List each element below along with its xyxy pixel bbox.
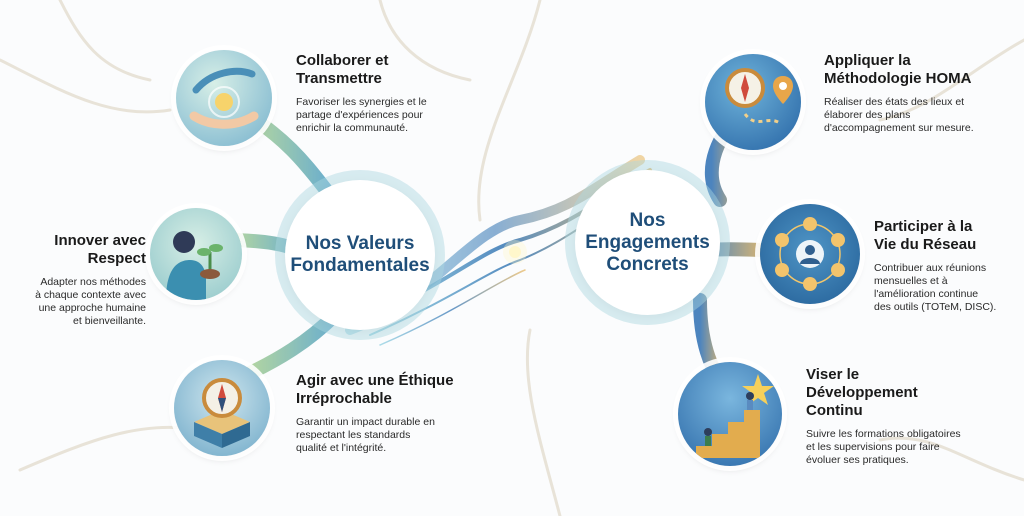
value-ethique: Agir avec une Éthique Irréprochable Gara…: [296, 372, 496, 455]
engagement-title: Participer à la Vie du Réseau: [874, 218, 977, 253]
left-hub-values: Nos Valeurs Fondamentales: [285, 180, 435, 330]
hands-sphere-icon: [176, 50, 272, 146]
value-title: Collaborer et Transmettre: [296, 52, 389, 87]
engagement-description: Suivre les formations obligatoires et le…: [806, 428, 961, 466]
engagement-description: Réaliser des états des lieux et élaborer…: [824, 96, 974, 134]
engagement-reseau: Participer à la Vie du Réseau Contribuer…: [874, 218, 1024, 314]
value-description: Garantir un impact durable en respectant…: [296, 416, 435, 454]
value-collaborer: Collaborer et Transmettre Favoriser les …: [296, 52, 476, 135]
value-title: Agir avec une Éthique Irréprochable: [296, 372, 454, 407]
value-description: Adapter nos méthodes à chaque contexte a…: [35, 276, 146, 327]
compass-map-icon: [705, 54, 801, 150]
compass-cube-icon: [174, 360, 270, 456]
value-description: Favoriser les synergies et le partage d'…: [296, 96, 427, 134]
engagement-title: Appliquer la Méthodologie HOMA: [824, 52, 972, 87]
stairs-star-icon: [678, 362, 782, 466]
value-title: Innover avec Respect: [54, 232, 146, 267]
person-plant-icon: [150, 208, 242, 300]
network-people-icon: [760, 204, 860, 304]
left-hub-title: Nos Valeurs Fondamentales: [290, 233, 430, 276]
engagement-developpement: Viser le Développement Continu Suivre le…: [806, 366, 1016, 467]
right-hub-engagements: Nos Engagements Concrets: [575, 170, 720, 315]
engagement-description: Contribuer aux réunions mensuelles et à …: [874, 262, 997, 313]
engagement-title: Viser le Développement Continu: [806, 366, 918, 419]
value-innover: Innover avec Respect Adapter nos méthode…: [6, 232, 146, 328]
engagement-homa: Appliquer la Méthodologie HOMA Réaliser …: [824, 52, 1014, 135]
right-hub-title: Nos Engagements Concrets: [585, 209, 710, 275]
